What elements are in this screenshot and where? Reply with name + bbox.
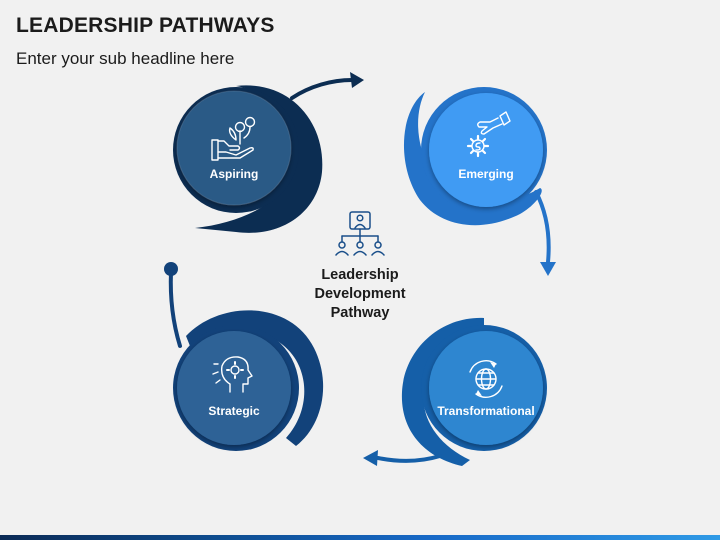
stage-label: Strategic (208, 404, 260, 418)
stage-emerging: Emerging (403, 87, 556, 276)
center-label-line: Pathway (330, 305, 390, 321)
stage-strategic: Strategic (164, 262, 324, 451)
transformational-arrow-line (376, 454, 442, 463)
aspiring-circle (176, 90, 292, 206)
center-label-line: Development (314, 286, 406, 302)
aspiring-arrow-line (290, 78, 354, 100)
strategic-circle (177, 331, 291, 445)
strategic-arrow-line (168, 270, 182, 348)
plant-in-hand-icon (211, 116, 256, 161)
stage-transformational: Transformational (363, 317, 547, 466)
aspiring-arrow-head (350, 72, 364, 88)
page-title: LEADERSHIP PATHWAYS (16, 14, 275, 37)
transformational-ring-tail (401, 317, 484, 466)
stage-label: Transformational (437, 404, 534, 418)
head-gear-icon (212, 356, 253, 393)
center-label-line: Leadership (321, 267, 399, 283)
stage-label: Aspiring (210, 167, 259, 181)
stage-aspiring: Aspiring (173, 72, 364, 233)
bottom-accent-bar (0, 535, 720, 540)
strategic-ring-tail (186, 310, 324, 446)
strategic-arrow-dot (164, 262, 178, 276)
page-subtitle: Enter your sub headline here (16, 49, 235, 68)
hand-gear-icon (466, 111, 511, 158)
emerging-circle (429, 93, 543, 207)
emerging-arrow-line (534, 190, 551, 264)
center-label: Leadership Development Pathway (280, 266, 440, 323)
emerging-arrow-head (540, 262, 556, 276)
org-chart-icon (335, 211, 385, 256)
transformational-circle (429, 331, 543, 445)
stage-label: Emerging (458, 167, 513, 181)
globe-icon (469, 360, 503, 398)
transformational-arrow-head (363, 450, 378, 466)
